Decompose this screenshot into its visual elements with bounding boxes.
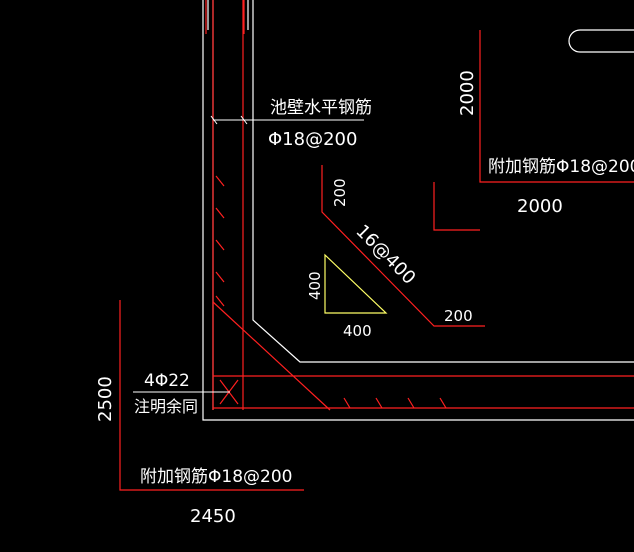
diagonal-rebar bbox=[321, 165, 485, 327]
wall-rebar-leader-tick bbox=[210, 115, 218, 125]
slab-hatch bbox=[407, 397, 415, 409]
wall-hatch bbox=[215, 207, 225, 219]
wall-hatch bbox=[215, 175, 225, 187]
slope-triangle bbox=[324, 253, 388, 314]
detail-square bbox=[433, 182, 480, 231]
leader-lines bbox=[133, 115, 364, 393]
triangle-side-label: 400 bbox=[306, 271, 324, 300]
concrete-outline bbox=[202, 0, 634, 421]
corner-bars-label: 4Φ22 bbox=[144, 371, 190, 391]
dim-2500: 2500 bbox=[95, 376, 116, 422]
wall-rebar-leader-tick bbox=[240, 115, 248, 125]
dim-200-bottom: 200 bbox=[444, 307, 473, 325]
dim-2000-horizontal: 2000 bbox=[517, 196, 563, 217]
slab-hatch bbox=[343, 397, 351, 409]
slab-hatch bbox=[375, 397, 383, 409]
note-same-label: 注明余同 bbox=[134, 397, 198, 416]
triangle-base-label: 400 bbox=[343, 322, 372, 340]
outer-wall-outline bbox=[202, 0, 634, 421]
wall-hatch bbox=[215, 295, 225, 307]
dim-2000-vertical: 2000 bbox=[457, 70, 478, 116]
diagonal-rebar-spec: 16@400 bbox=[351, 221, 419, 289]
wall-rebar-title: 池壁水平钢筋 bbox=[270, 98, 372, 118]
rebar-group bbox=[119, 0, 634, 491]
slab-hatch bbox=[439, 397, 447, 409]
extra-rebar-right-label: 附加钢筋Φ18@200 bbox=[488, 157, 634, 177]
rebar-corner-diagonal bbox=[212, 301, 331, 411]
inner-wall-outline bbox=[252, 0, 634, 363]
wall-hatch bbox=[215, 239, 225, 251]
extra-rebar-bottom bbox=[119, 300, 304, 491]
wall-hatch bbox=[215, 271, 225, 283]
dim-2450: 2450 bbox=[190, 506, 236, 527]
text-labels: 池壁水平钢筋 Φ18@200 2000 附加钢筋Φ18@200 2000 200… bbox=[95, 70, 634, 527]
top-right-slot bbox=[568, 29, 634, 53]
extra-rebar-right bbox=[479, 30, 634, 183]
wall-rebar-spec: Φ18@200 bbox=[268, 129, 357, 150]
extra-rebar-bottom-label: 附加钢筋Φ18@200 bbox=[140, 467, 292, 487]
dim-200-vertical: 200 bbox=[331, 178, 349, 207]
